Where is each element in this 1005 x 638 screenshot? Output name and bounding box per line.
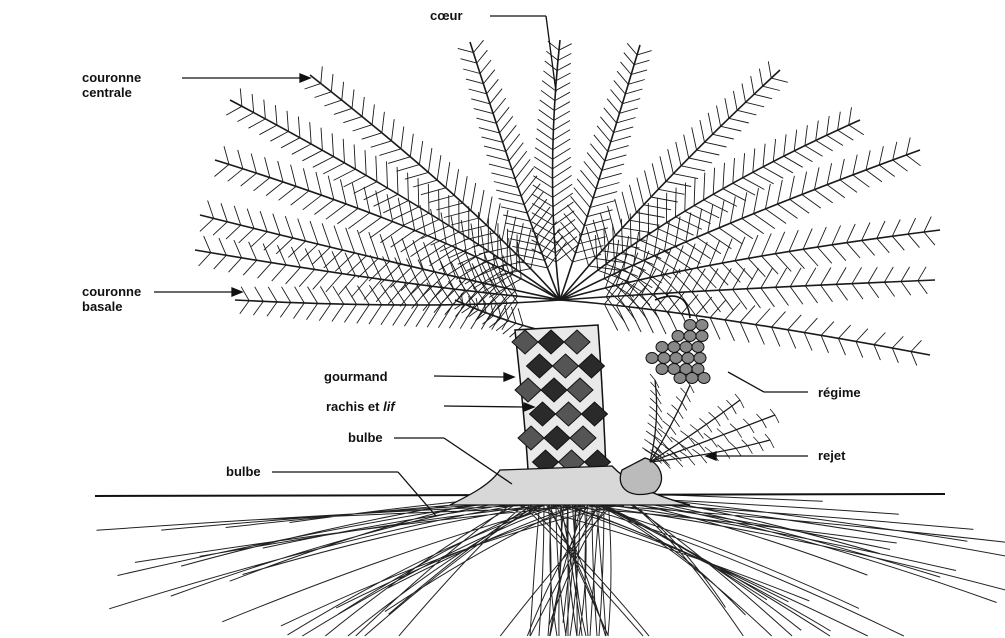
root-system <box>97 490 1005 636</box>
label-bulbe-upper: bulbe <box>348 430 383 445</box>
label-couronne-centrale-line1: couronne <box>82 70 141 85</box>
label-couronne-basale: couronne basale <box>82 284 141 314</box>
label-couronne-centrale-line2: centrale <box>82 85 141 100</box>
label-bulbe-lower: bulbe <box>226 464 261 479</box>
label-regime: régime <box>818 385 861 400</box>
label-gourmand: gourmand <box>324 369 388 384</box>
label-rachis-prefix: rachis et <box>326 399 379 414</box>
label-lif: lif <box>383 399 395 414</box>
frond-crown <box>195 40 940 366</box>
label-couronne-basale-line1: couronne <box>82 284 141 299</box>
offshoot-rejet <box>620 374 779 495</box>
label-coeur: cœur <box>430 8 463 23</box>
label-couronne-centrale: couronne centrale <box>82 70 141 100</box>
label-rachis-et-lif: rachis et lif <box>326 399 395 414</box>
label-couronne-basale-line2: basale <box>82 299 141 314</box>
label-rejet: rejet <box>818 448 845 463</box>
